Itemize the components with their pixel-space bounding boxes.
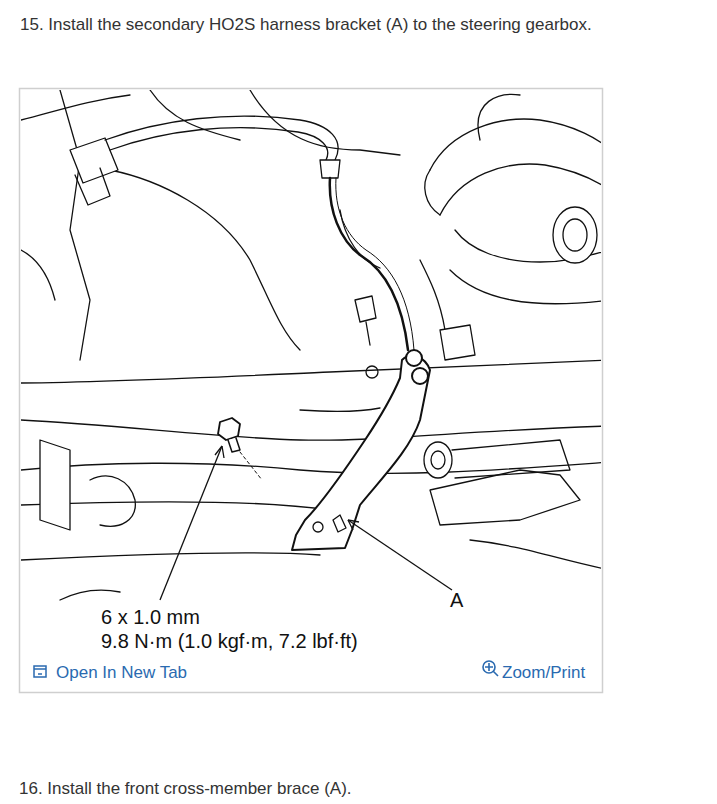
leader-line bbox=[348, 520, 452, 590]
dimension-label: 6 x 1.0 mm bbox=[101, 605, 200, 629]
arrowhead bbox=[348, 520, 359, 530]
link-text: Zoom/Print bbox=[502, 663, 585, 683]
open-tab-icon bbox=[34, 666, 46, 677]
zoom-icon bbox=[483, 661, 498, 676]
figure-frame bbox=[20, 89, 603, 693]
step-text: 15. Install the secondary HO2S harness b… bbox=[20, 15, 592, 35]
callout-letter: A bbox=[450, 588, 463, 612]
step-text: 16. Install the front cross-member brace… bbox=[19, 779, 352, 799]
line-art bbox=[21, 90, 601, 600]
torque-label: 9.8 N·m (1.0 kgf·m, 7.2 lbf·ft) bbox=[101, 629, 358, 653]
arrowhead bbox=[215, 446, 224, 458]
leader-line bbox=[160, 446, 222, 600]
link-text: Open In New Tab bbox=[56, 663, 187, 683]
